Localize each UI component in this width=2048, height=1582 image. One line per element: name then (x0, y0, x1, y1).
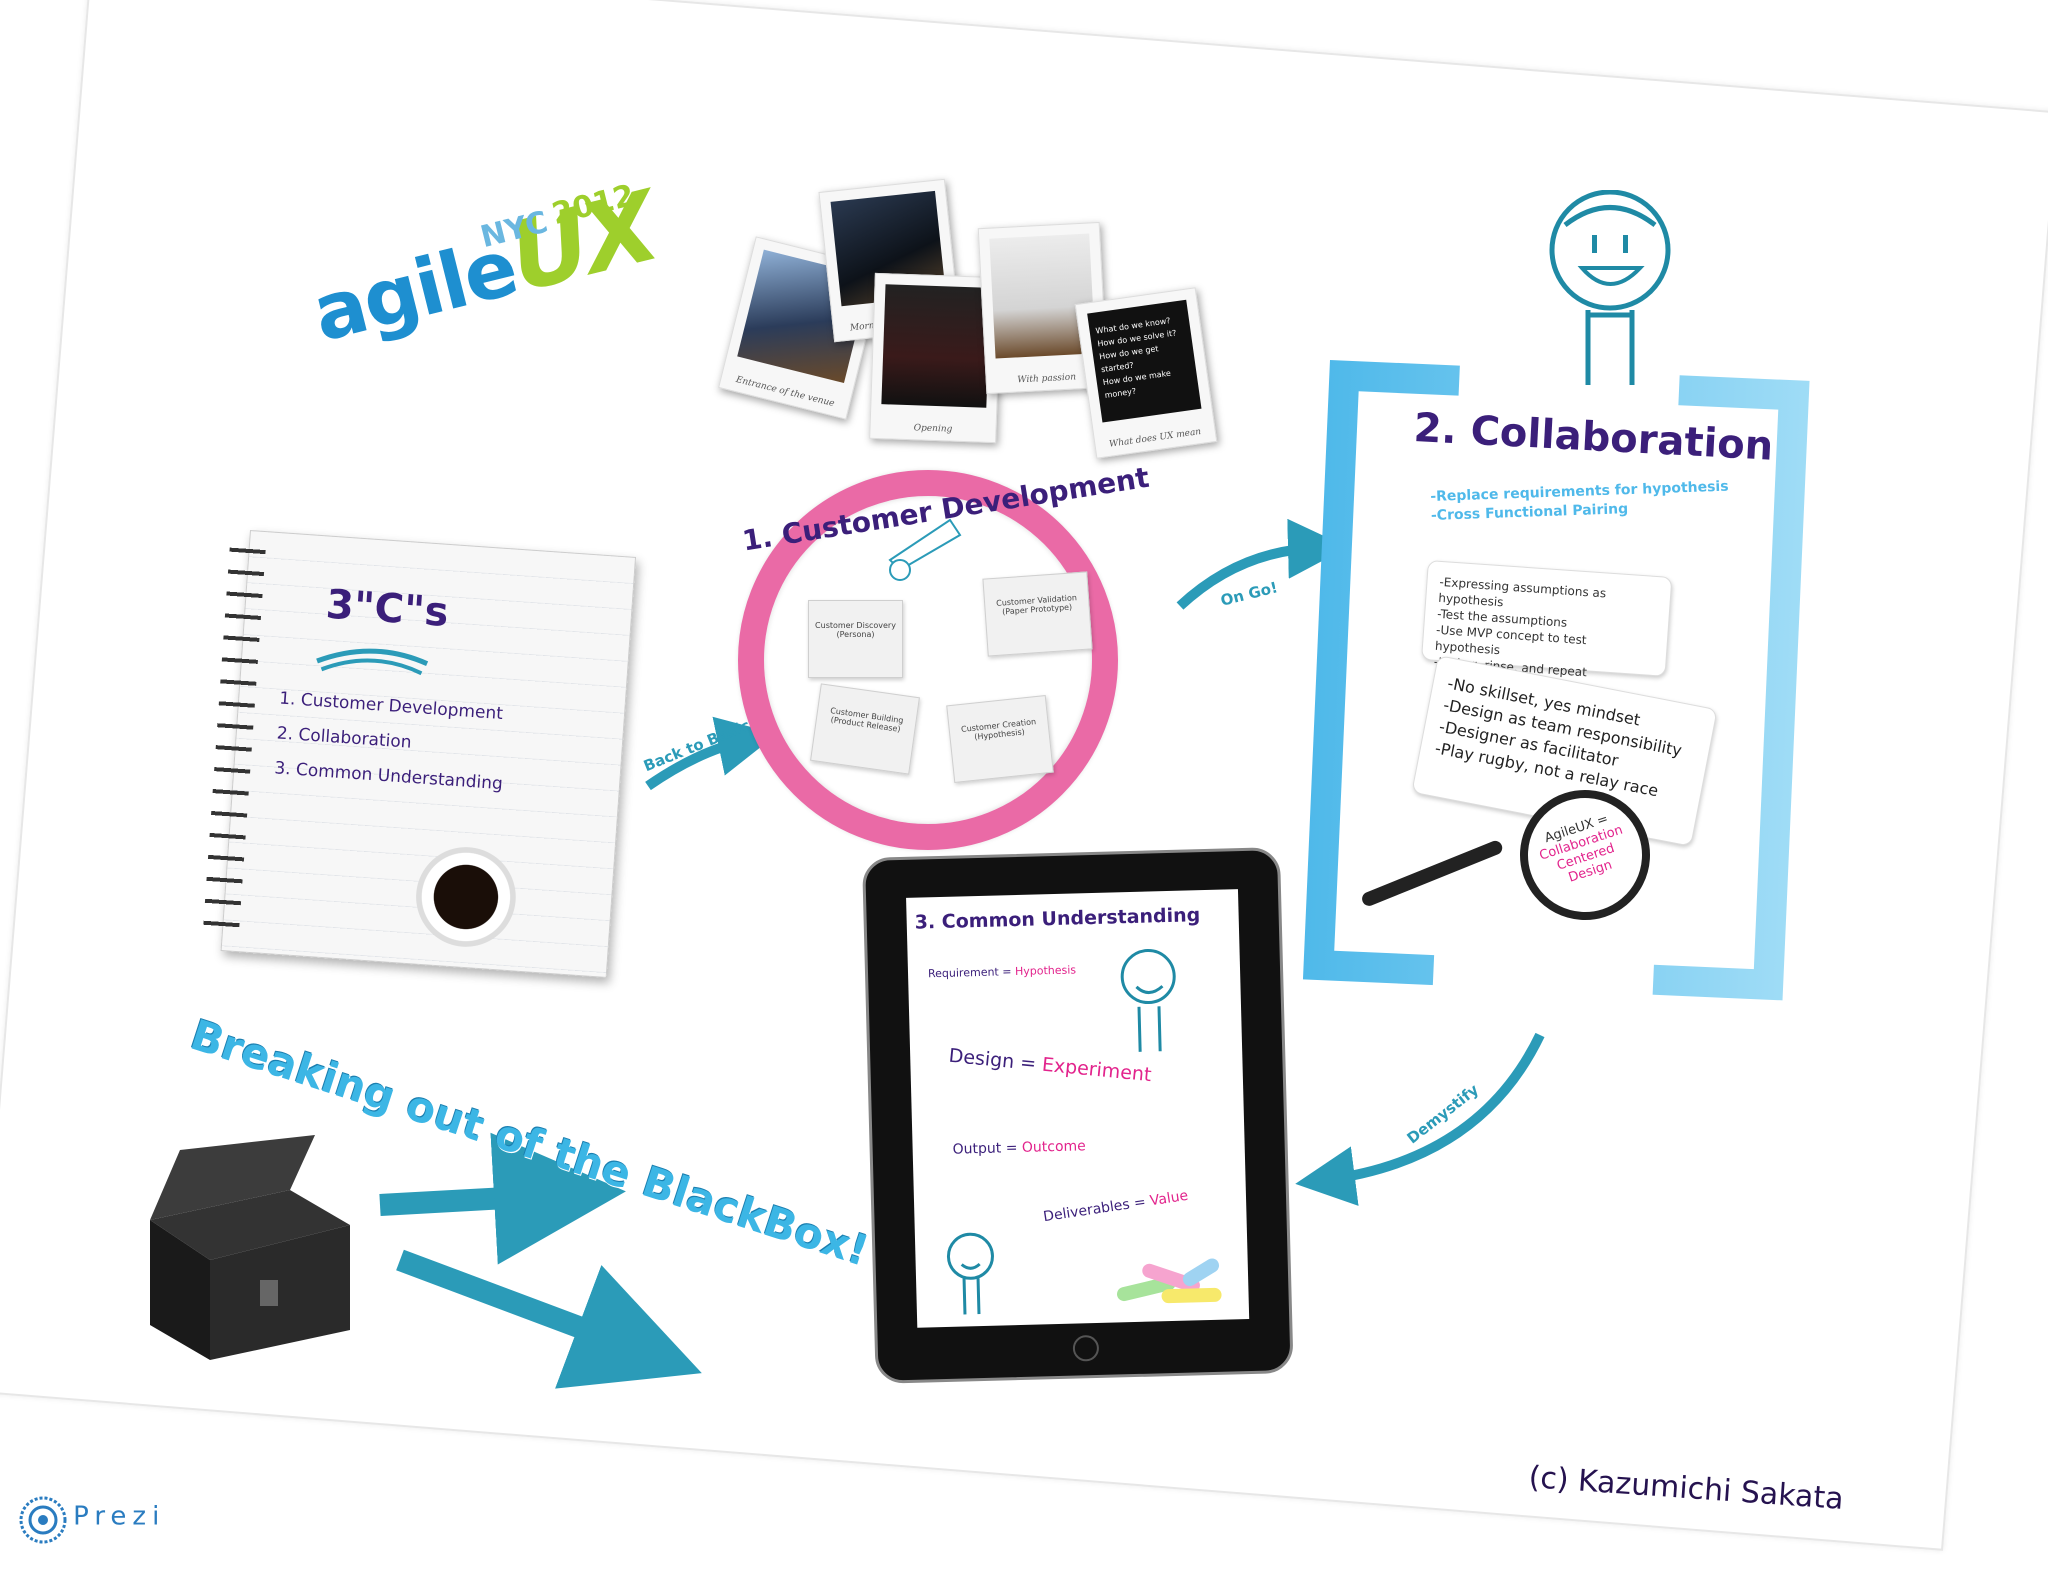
pair-deliverables: Deliverables = Value (1042, 1188, 1189, 1225)
prezi-brand-label: Prezi (73, 1502, 165, 1532)
card-customer-validation: Customer Validation (Paper Prototype) (982, 571, 1092, 656)
ipad-screen: 3. Common Understanding Requirement = Hy… (906, 889, 1249, 1328)
stick-figure-icon (1530, 190, 1690, 390)
pair-output: Output = Outcome (952, 1138, 1086, 1157)
chalk-icon (1110, 1249, 1232, 1312)
card-customer-creation: Customer Creation (Hypothesis) (946, 695, 1054, 783)
card-customer-building: Customer Building (Product Release) (810, 683, 920, 774)
megaphone-icon (880, 500, 980, 590)
girl-figure-icon (935, 1225, 1007, 1317)
arrow-demystify (1325, 1035, 1540, 1180)
blackbox-icon (140, 1130, 360, 1370)
pair-requirement: Requirement = Hypothesis (928, 963, 1076, 980)
stick-figure-icon (1107, 946, 1190, 1058)
prezi-logo-icon (18, 1495, 68, 1545)
ipad-device: 3. Common Understanding Requirement = Hy… (862, 847, 1294, 1384)
ipad-home-button (1073, 1335, 1100, 1362)
arrow-blackbox-bottom (400, 1260, 640, 1350)
arrow-blackbox-top (380, 1195, 560, 1205)
prezi-logo: Prezi (18, 1495, 165, 1545)
card-customer-discovery: Customer Discovery (Persona) (808, 600, 903, 678)
common-understanding-title: 3. Common Understanding (914, 904, 1200, 933)
